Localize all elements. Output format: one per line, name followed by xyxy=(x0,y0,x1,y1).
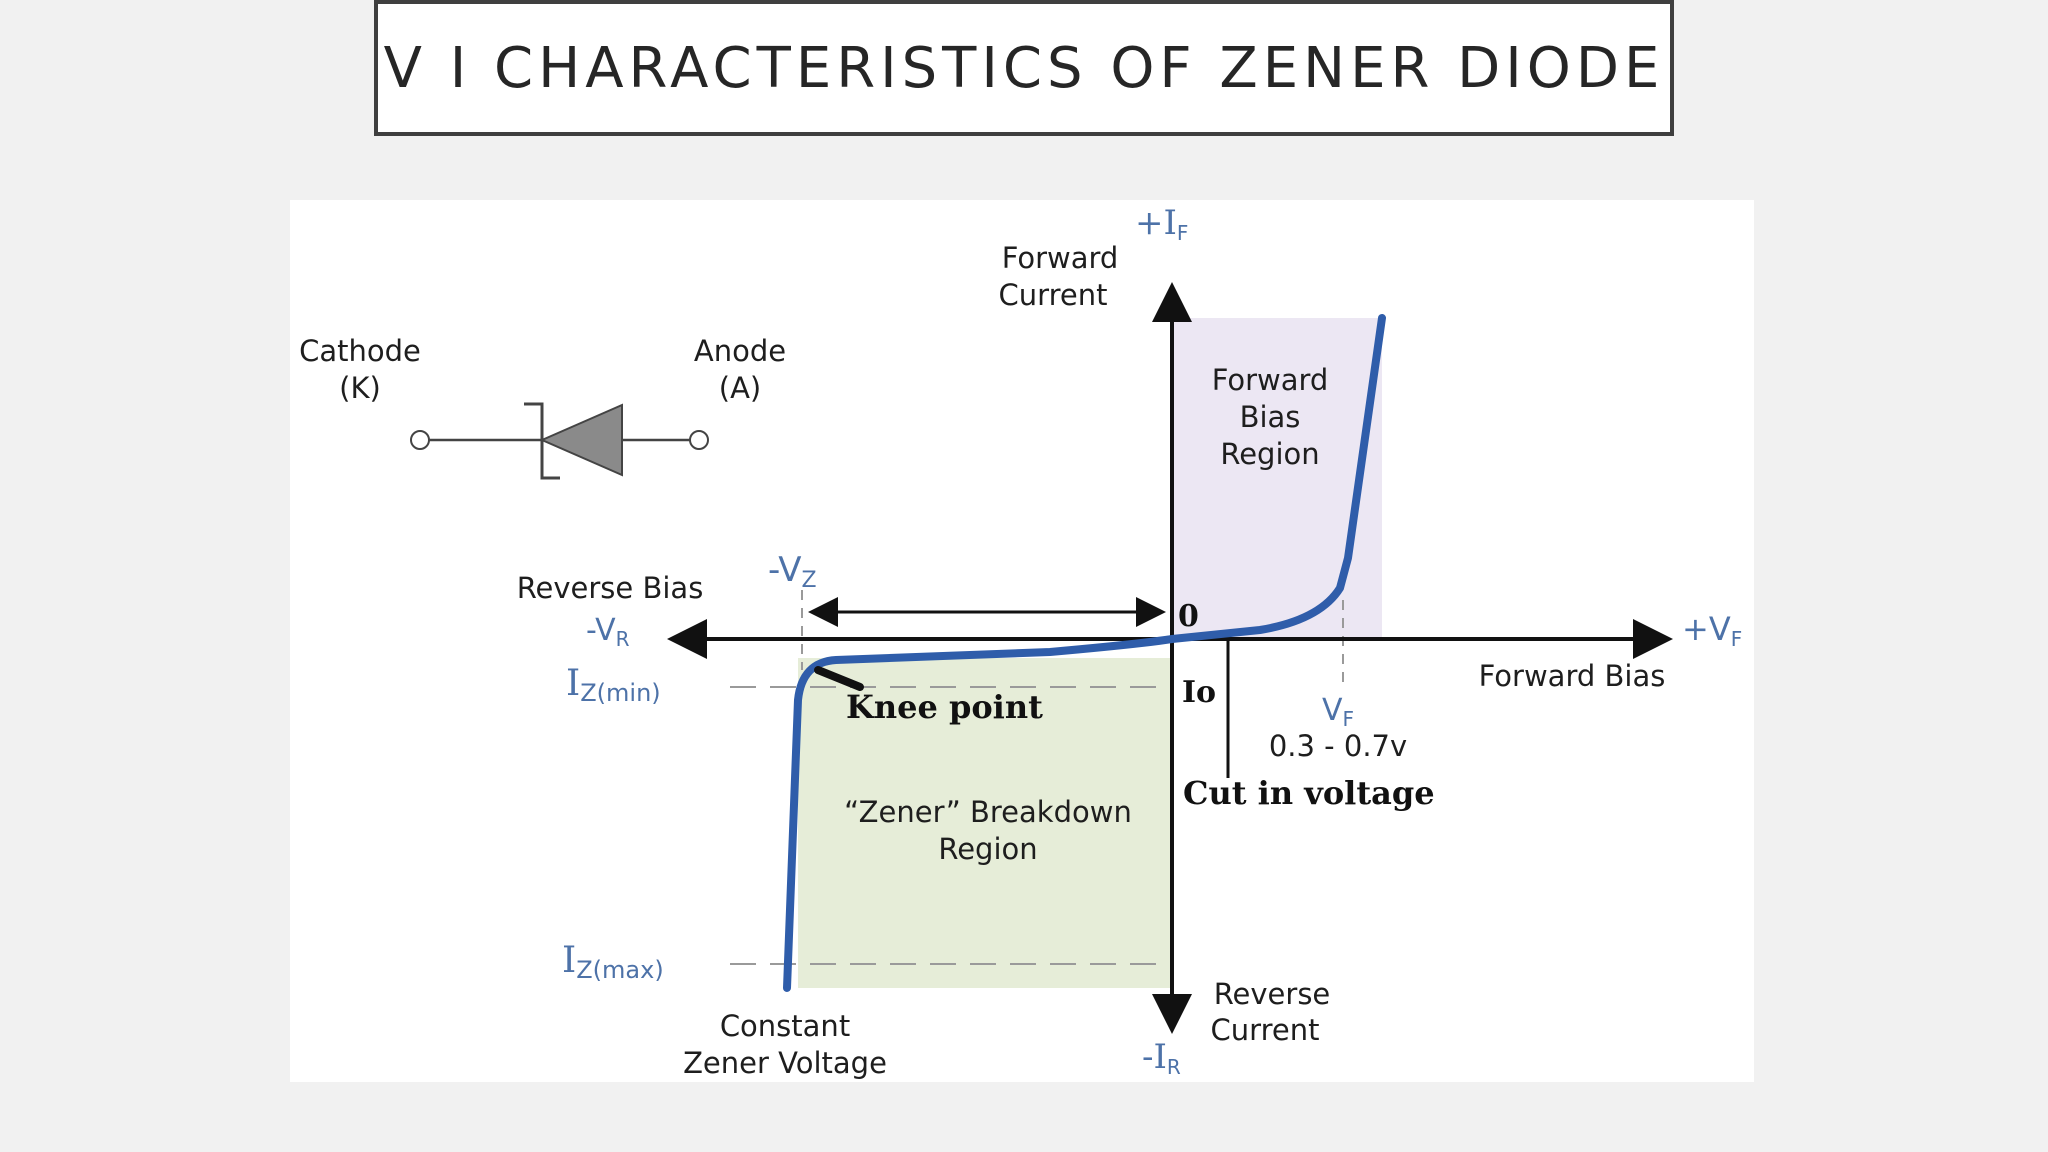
cathode-terminal xyxy=(410,430,430,450)
minus-vr-label: -VR xyxy=(586,613,630,651)
constant-zener-line1: Constant xyxy=(720,1009,850,1043)
cathode-label: Cathode xyxy=(299,334,421,368)
plus-if-label: +IF xyxy=(1135,203,1188,245)
forward-region-line2: Bias xyxy=(1240,400,1301,434)
page-title: V I CHARACTERISTICS OF ZENER DIODE xyxy=(383,35,1665,101)
vf-sub: F xyxy=(1343,707,1355,731)
cathode-abbr: (K) xyxy=(339,371,381,405)
minus-vz-sub: Z xyxy=(802,568,817,593)
forward-region-line3: Region xyxy=(1220,437,1319,471)
anode-abbr: (A) xyxy=(719,371,761,405)
minus-ir-label: -IR xyxy=(1142,1037,1181,1079)
diagram-svg: Cathode (K) Anode (A) +IF Forward Curren… xyxy=(299,203,1742,1080)
iz-max-main: I xyxy=(562,940,576,981)
knee-point-label: Knee point xyxy=(846,688,1043,726)
origin-label: 0 xyxy=(1178,599,1199,634)
vf-label: VF xyxy=(1322,693,1354,731)
forward-current-label-line1: Forward xyxy=(1002,241,1119,275)
forward-region-line1: Forward xyxy=(1212,363,1329,397)
forward-current-label-line2: Current xyxy=(999,278,1108,312)
knee-point-pointer xyxy=(814,666,864,691)
minus-vr-sub: R xyxy=(616,627,630,651)
plus-vf-sub: F xyxy=(1731,627,1743,651)
reverse-current-label-line1: Reverse xyxy=(1214,977,1331,1011)
plus-if-main: +I xyxy=(1135,203,1177,243)
forward-bias-label: Forward Bias xyxy=(1479,659,1666,693)
zener-vi-diagram: Cathode (K) Anode (A) +IF Forward Curren… xyxy=(290,200,1754,1082)
title-box: V I CHARACTERISTICS OF ZENER DIODE xyxy=(374,0,1674,136)
anode-terminal xyxy=(689,430,709,450)
constant-zener-line2: Zener Voltage xyxy=(683,1046,887,1080)
iz-min-sub: Z(min) xyxy=(580,679,660,707)
zener-diode-symbol xyxy=(410,402,709,480)
anode-label: Anode xyxy=(694,334,786,368)
minus-vr-main: -V xyxy=(586,613,616,648)
minus-ir-main: -I xyxy=(1142,1037,1167,1077)
zener-breakdown-region-shade xyxy=(798,658,1172,988)
characteristic-curve xyxy=(783,314,1386,992)
iz-min-label: IZ(min) xyxy=(566,663,661,707)
vf-main: V xyxy=(1322,693,1343,728)
io-label: Io xyxy=(1182,675,1216,710)
plus-if-sub: F xyxy=(1177,221,1189,245)
iz-max-sub: Z(max) xyxy=(576,956,663,984)
minus-ir-sub: R xyxy=(1167,1055,1181,1079)
vf-range-label: 0.3 - 0.7v xyxy=(1269,729,1407,763)
plus-vf-main: +V xyxy=(1682,610,1731,648)
forward-bias-region-shade xyxy=(1172,318,1382,638)
zener-region-line1: “Zener” Breakdown xyxy=(844,795,1132,829)
zener-region-line2: Region xyxy=(938,832,1037,866)
cut-in-voltage-label: Cut in voltage xyxy=(1183,774,1435,812)
diode-triangle xyxy=(539,403,623,477)
reverse-current-label-line2: Current xyxy=(1211,1013,1320,1047)
plus-vf-label: +VF xyxy=(1682,610,1742,651)
minus-vz-main: -V xyxy=(768,550,802,590)
minus-vz-label: -VZ xyxy=(768,550,817,593)
iz-min-main: I xyxy=(566,663,580,704)
iz-max-label: IZ(max) xyxy=(562,940,664,984)
reverse-bias-label: Reverse Bias xyxy=(517,571,704,605)
